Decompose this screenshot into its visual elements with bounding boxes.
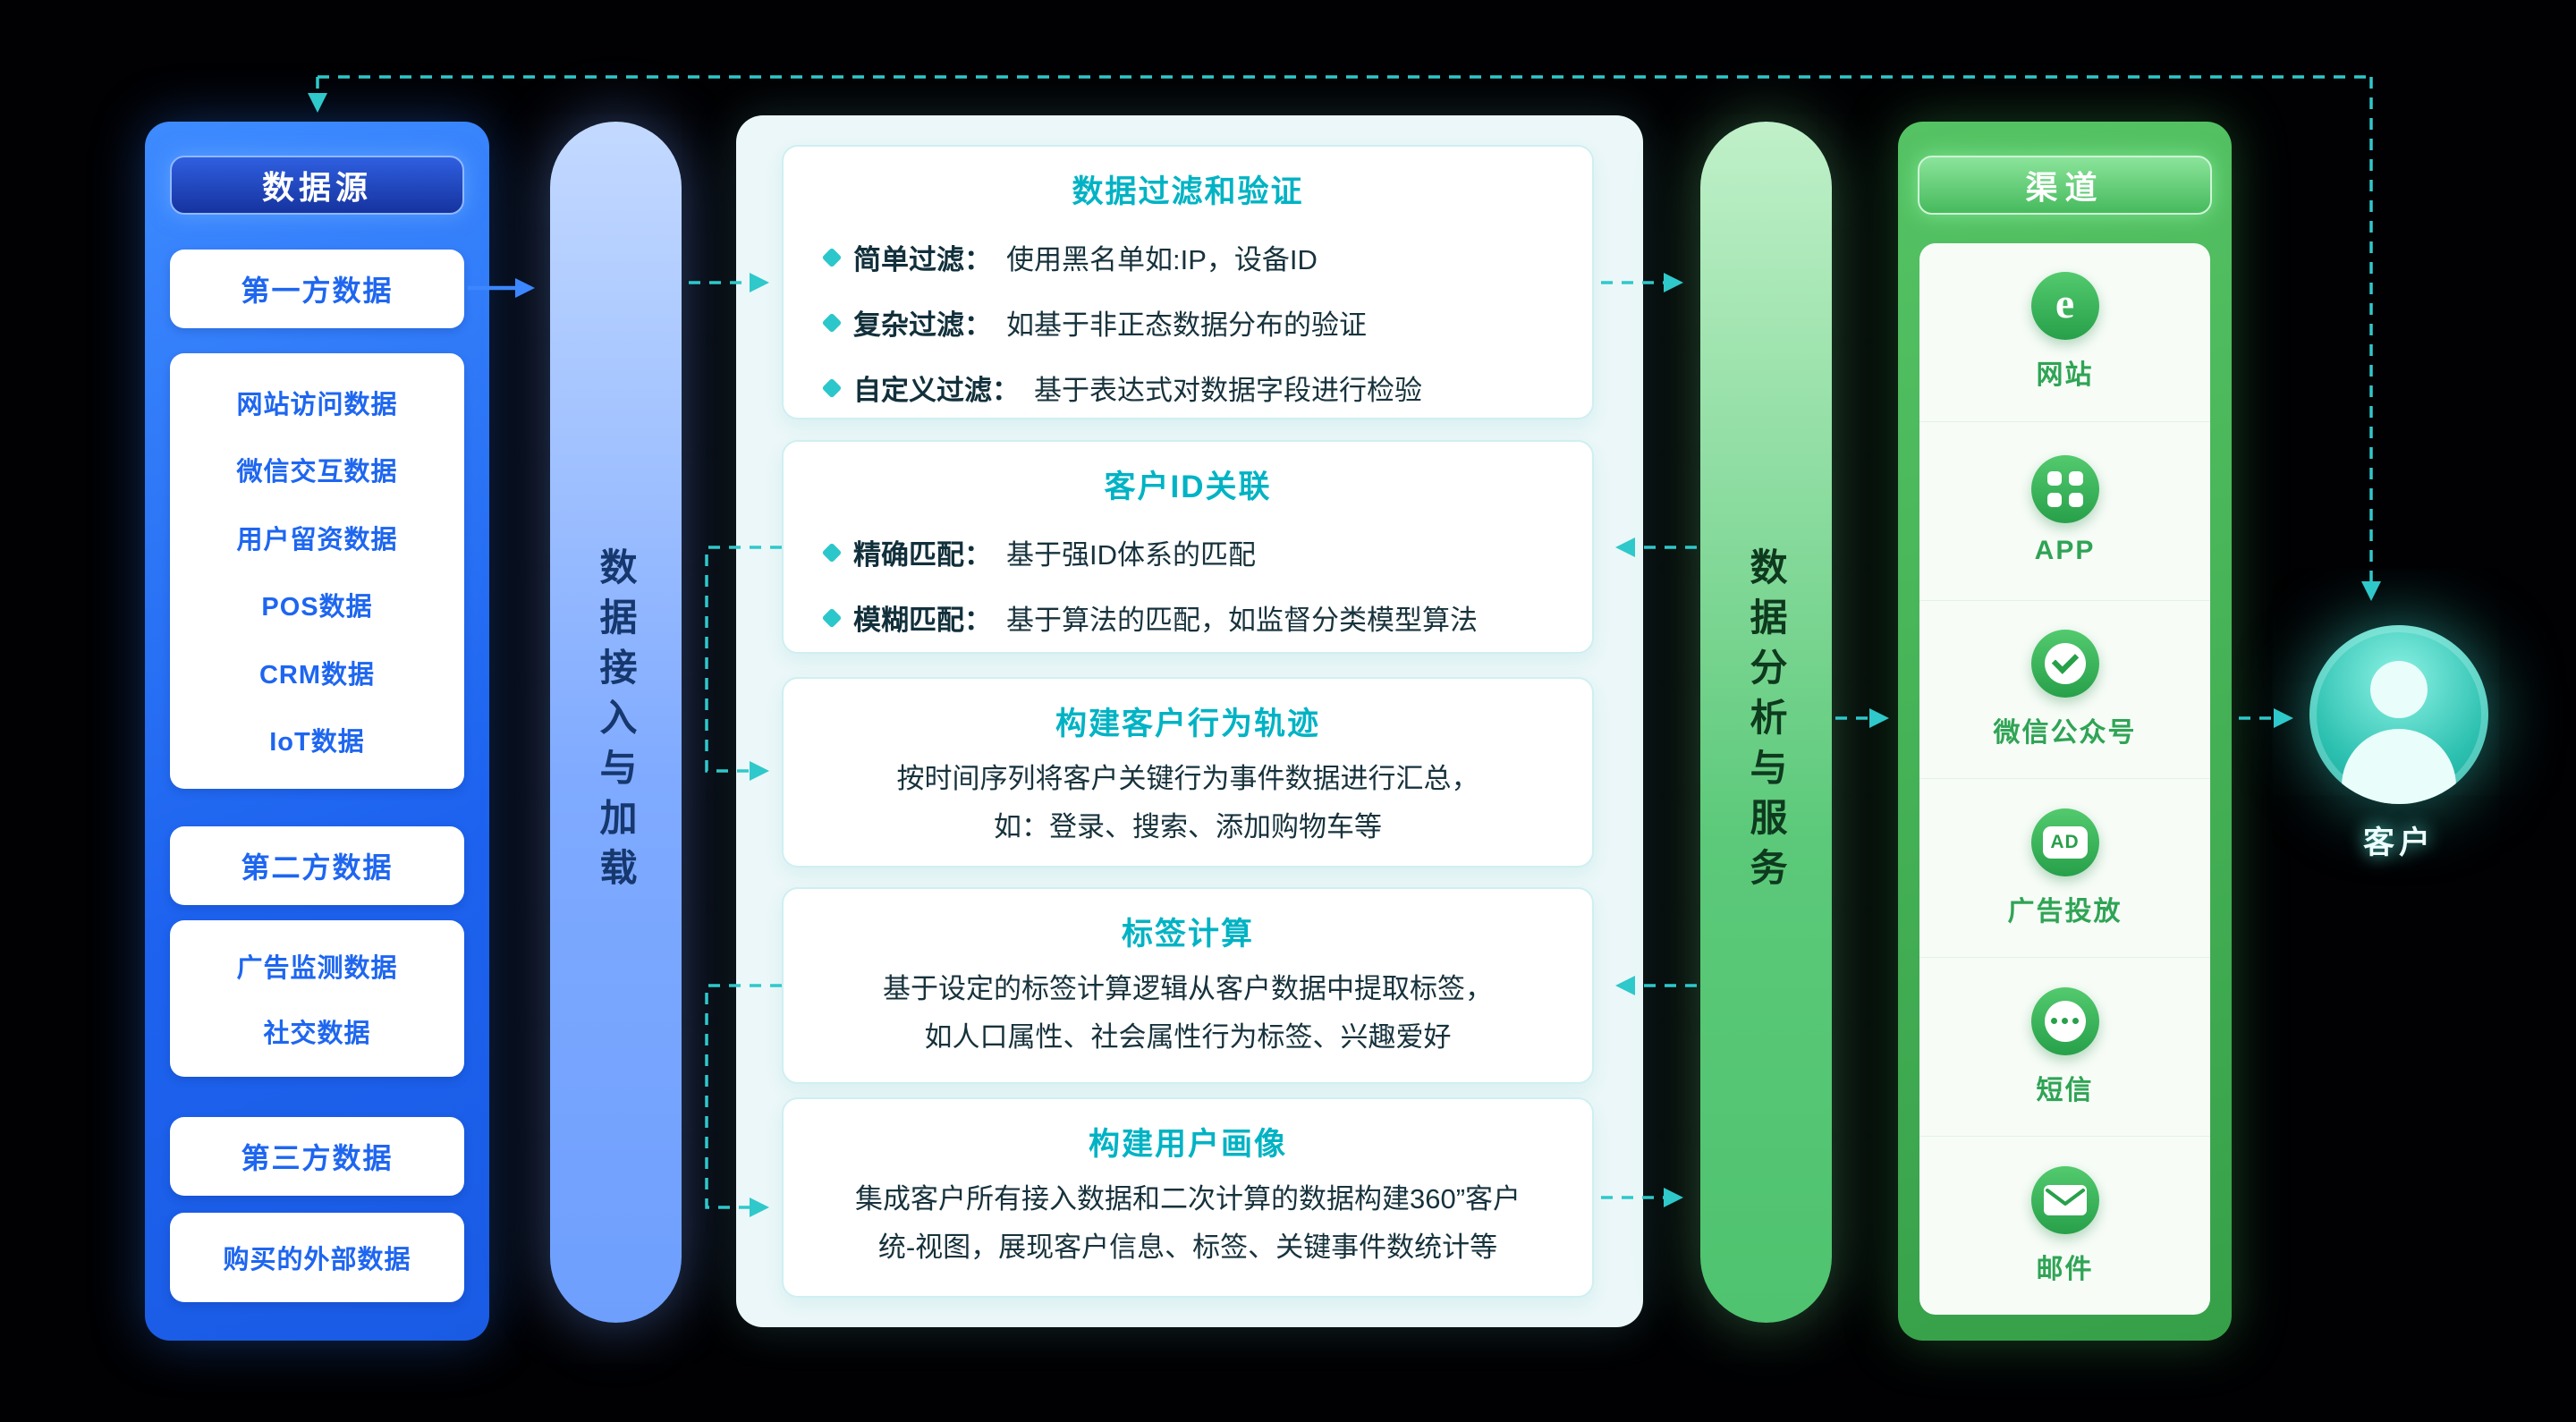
- step-title: 构建客户行为轨迹: [1055, 707, 1320, 741]
- list-item: IoT数据: [269, 728, 365, 758]
- ingest-bar-label: 数据接入与加载: [595, 546, 637, 898]
- diamond-icon: [821, 247, 843, 267]
- channels-list: e 网站 APP 微信公众号 AD 广告投放: [1919, 243, 2210, 1315]
- step-data-filter-validate: 数据过滤和验证 简单过滤： 使用黑名单如:IP，设备ID 复杂过滤： 如基于非正…: [782, 145, 1594, 419]
- analysis-bar: 数据分析与服务: [1700, 122, 1832, 1323]
- app-icon: [2030, 455, 2099, 524]
- diamond-icon: [821, 542, 843, 563]
- diamond-icon: [821, 607, 843, 628]
- step-customer-id-link: 客户ID关联 精确匹配： 基于强ID体系的匹配 模糊匹配： 基于算法的匹配，如监…: [782, 440, 1594, 654]
- channel-email: 邮件: [1919, 1136, 2210, 1315]
- wechat-official-account-icon: [2030, 630, 2099, 698]
- sms-icon: [2030, 986, 2099, 1055]
- list-item: 广告监测数据: [236, 954, 398, 984]
- step-title: 数据过滤和验证: [1072, 174, 1304, 209]
- step-behavior-trace: 构建客户行为轨迹 按时间序列将客户关键行为事件数据进行汇总， 如：登录、搜索、添…: [782, 677, 1594, 868]
- step-title: 构建用户画像: [1088, 1127, 1287, 1162]
- data-sources-panel: 数据源 第一方数据 网站访问数据 微信交互数据 用户留资数据 POS数据 CRM…: [145, 122, 489, 1341]
- channel-sms: 短信: [1919, 957, 2210, 1136]
- bullet-item: 复杂过滤： 如基于非正态数据分布的验证: [821, 302, 1592, 343]
- diamond-icon: [821, 312, 843, 333]
- diamond-icon: [821, 377, 843, 398]
- step-description: 按时间序列将客户关键行为事件数据进行汇总， 如：登录、搜索、添加购物车等: [896, 763, 1479, 843]
- second-party-list: 广告监测数据 社交数据: [170, 920, 464, 1077]
- list-item: CRM数据: [258, 660, 376, 690]
- analysis-bar-label: 数据分析与服务: [1745, 546, 1787, 898]
- customer-label: 客户: [2362, 825, 2435, 860]
- channels-header: 渠道: [1918, 156, 2212, 215]
- bullet-item: 精确匹配： 基于强ID体系的匹配: [821, 532, 1592, 572]
- step-description: 集成客户所有接入数据和二次计算的数据构建360”客户 统-视图，展现客户信息、标…: [854, 1183, 1521, 1264]
- channel-app: APP: [1919, 420, 2210, 600]
- email-icon: [2030, 1165, 2099, 1234]
- step-user-profile: 构建用户画像 集成客户所有接入数据和二次计算的数据构建360”客户 统-视图，展…: [782, 1097, 1594, 1298]
- channel-ads: AD 广告投放: [1919, 778, 2210, 957]
- ingest-bar: 数据接入与加载: [550, 122, 682, 1323]
- list-item: 网站访问数据: [236, 390, 398, 419]
- customer-avatar: [2309, 625, 2488, 804]
- ad-icon: AD: [2030, 808, 2099, 876]
- step-description: 基于设定的标签计算逻辑从客户数据中提取标签， 如人口属性、社会属性行为标签、兴趣…: [883, 973, 1493, 1054]
- channel-website: e 网站: [1919, 243, 2210, 421]
- list-item: 微信交互数据: [236, 458, 398, 487]
- list-item: 社交数据: [263, 1019, 371, 1048]
- list-item: POS数据: [261, 593, 373, 622]
- step-tag-compute: 标签计算 基于设定的标签计算逻辑从客户数据中提取标签， 如人口属性、社会属性行为…: [782, 887, 1594, 1084]
- list-item: 购买的外部数据: [223, 1246, 411, 1274]
- person-icon: [2370, 661, 2428, 718]
- channel-wechat-official: 微信公众号: [1919, 599, 2210, 779]
- group-label-second-party: 第二方数据: [170, 826, 464, 905]
- group-label-third-party: 第三方数据: [170, 1117, 464, 1196]
- channels-panel: 渠道 e 网站 APP 微信公众号: [1898, 122, 2232, 1341]
- first-party-list: 网站访问数据 微信交互数据 用户留资数据 POS数据 CRM数据 IoT数据: [170, 353, 464, 789]
- step-title: 标签计算: [1121, 917, 1254, 952]
- third-party-list: 购买的外部数据: [170, 1213, 464, 1302]
- browser-icon: e: [2030, 272, 2099, 341]
- bullet-item: 模糊匹配： 基于算法的匹配，如监督分类模型算法: [821, 597, 1592, 638]
- step-title: 客户ID关联: [1104, 470, 1272, 504]
- list-item: 用户留资数据: [236, 525, 398, 554]
- check-icon: [2051, 647, 2079, 674]
- data-sources-header: 数据源: [170, 156, 464, 215]
- processing-panel: 数据过滤和验证 简单过滤： 使用黑名单如:IP，设备ID 复杂过滤： 如基于非正…: [736, 115, 1643, 1327]
- bullet-item: 自定义过滤： 基于表达式对数据字段进行检验: [821, 368, 1592, 408]
- bullet-item: 简单过滤： 使用黑名单如:IP，设备ID: [821, 237, 1592, 277]
- group-label-first-party: 第一方数据: [170, 250, 464, 328]
